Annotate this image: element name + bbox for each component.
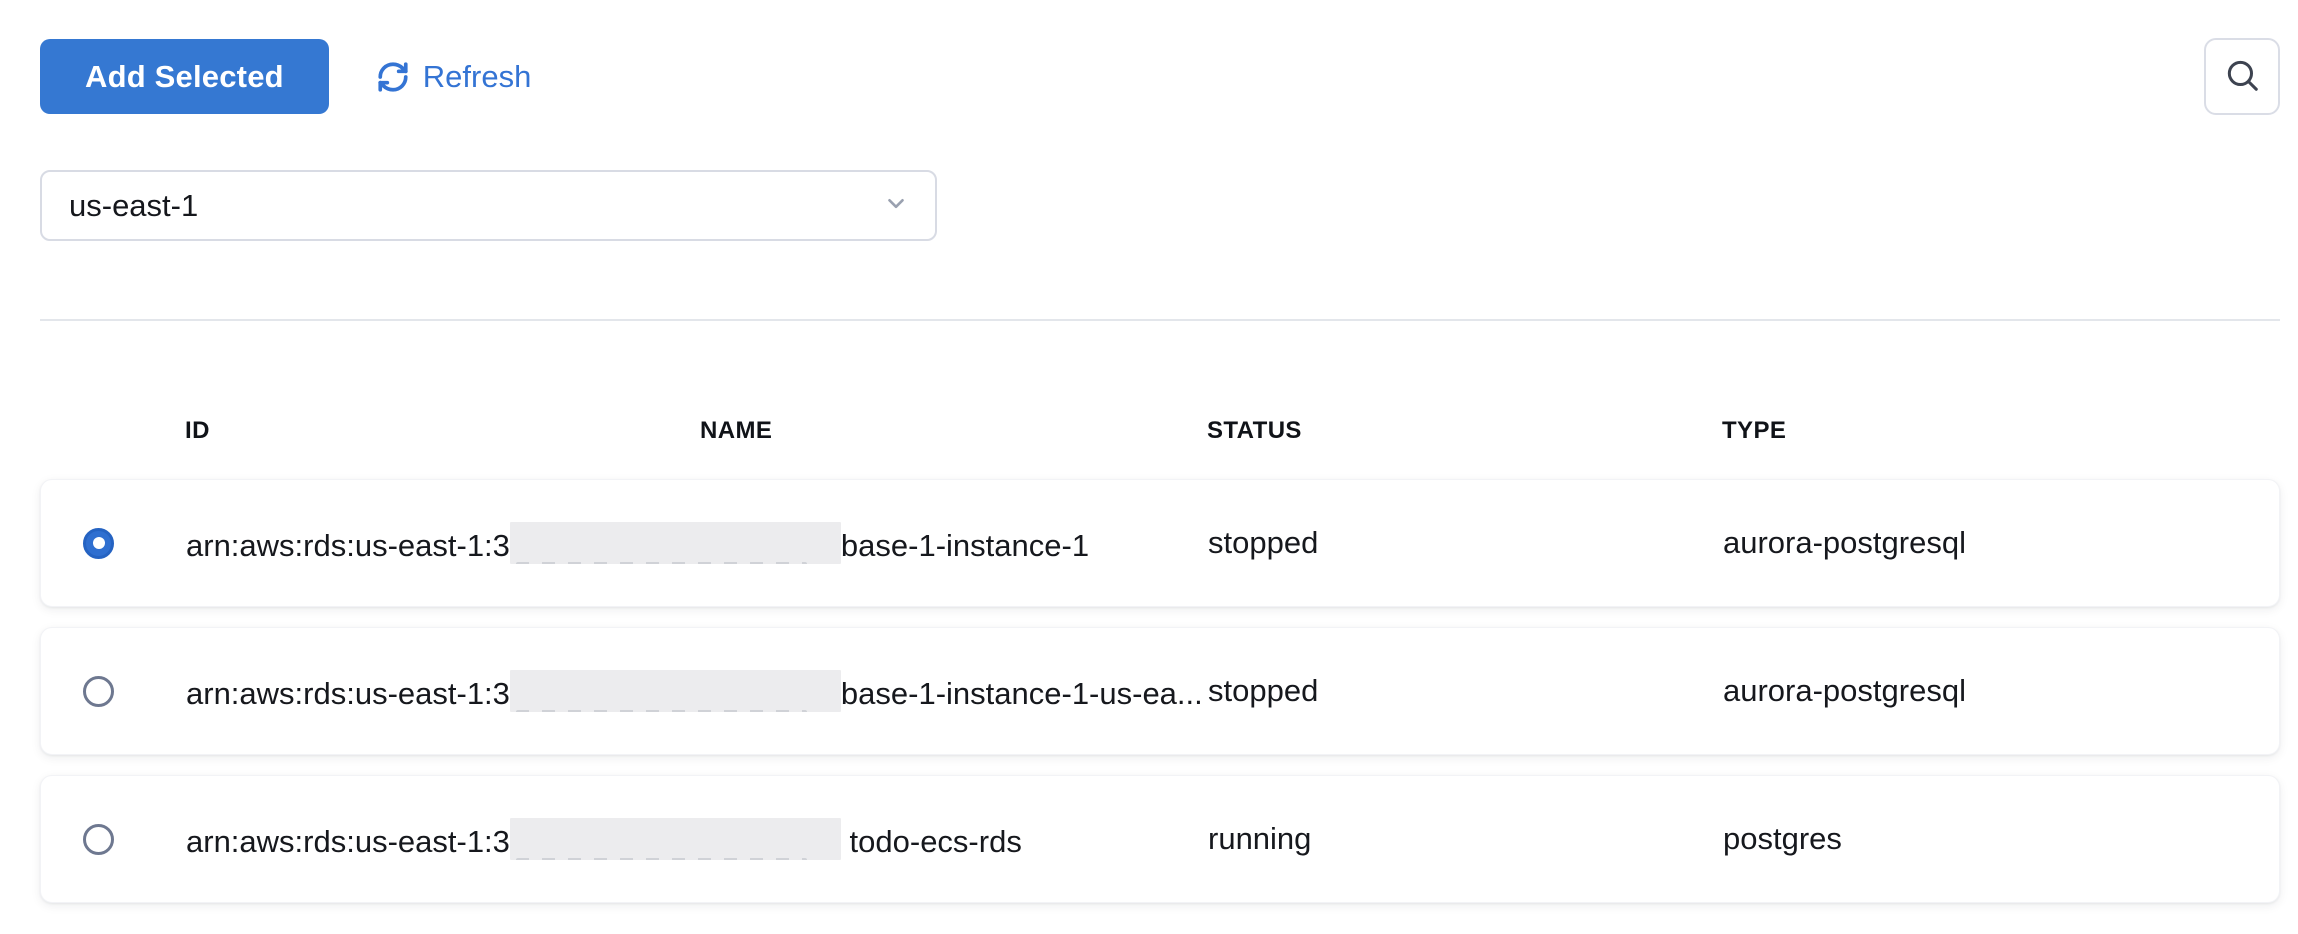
row-status-cell: stopped [1208, 673, 1319, 708]
radio-cell [41, 675, 186, 707]
table-header-row: ID NAME STATUS TYPE [40, 417, 2280, 445]
row-id-prefix: arn:aws:rds:us-east-1:3 [186, 528, 510, 563]
row-radio-button[interactable] [83, 675, 114, 707]
table-row[interactable]: arn:aws:rds:us-east-1:3 base-1-instance-1… [40, 479, 2280, 607]
row-radio-button[interactable] [83, 823, 114, 855]
radio-cell [41, 527, 186, 559]
row-id-suffix: todo-ecs-rds [840, 824, 1022, 859]
row-type-cell: postgres [1723, 821, 1842, 856]
row-type-cell: aurora-postgresql [1723, 673, 1966, 708]
column-header-name: NAME [700, 417, 773, 444]
redacted-account-id [509, 818, 841, 860]
row-radio-button[interactable] [83, 527, 114, 559]
refresh-icon [376, 60, 410, 94]
resource-rows: arn:aws:rds:us-east-1:3 base-1-instance-1… [0, 479, 2298, 903]
refresh-button[interactable]: Refresh [376, 58, 532, 95]
section-divider [40, 319, 2280, 321]
redacted-account-id [509, 522, 841, 564]
column-header-status: STATUS [1207, 417, 1302, 444]
row-id-cell: arn:aws:rds:us-east-1:3 base-1-instance-1… [186, 670, 1208, 712]
toolbar: Add Selected Refresh [0, 0, 2298, 115]
table-row[interactable]: arn:aws:rds:us-east-1:3 todo-ecs-rds run… [40, 775, 2280, 903]
region-select-value: us-east-1 [69, 187, 199, 223]
chevron-down-icon [883, 188, 909, 224]
row-id-prefix: arn:aws:rds:us-east-1:3 [186, 824, 510, 859]
row-type-cell: aurora-postgresql [1723, 525, 1966, 560]
row-status-cell: running [1208, 821, 1312, 856]
row-id-cell: arn:aws:rds:us-east-1:3 todo-ecs-rds [186, 818, 1208, 860]
row-id-suffix: base-1-instance-1 [840, 528, 1090, 563]
column-header-id: ID [185, 417, 210, 444]
table-row[interactable]: arn:aws:rds:us-east-1:3 base-1-instance-1… [40, 627, 2280, 755]
row-id-cell: arn:aws:rds:us-east-1:3 base-1-instance-1 [186, 522, 1208, 564]
row-status-cell: stopped [1208, 525, 1319, 560]
row-id-suffix: base-1-instance-1-us-ea... [840, 676, 1203, 711]
row-id-prefix: arn:aws:rds:us-east-1:3 [186, 676, 510, 711]
search-icon [2223, 56, 2261, 97]
radio-cell [41, 823, 186, 855]
redacted-account-id [509, 670, 841, 712]
add-selected-button[interactable]: Add Selected [40, 39, 329, 114]
region-select[interactable]: us-east-1 [40, 170, 937, 241]
column-header-type: TYPE [1722, 417, 1787, 444]
refresh-label: Refresh [422, 58, 532, 94]
search-button[interactable] [2204, 38, 2280, 115]
